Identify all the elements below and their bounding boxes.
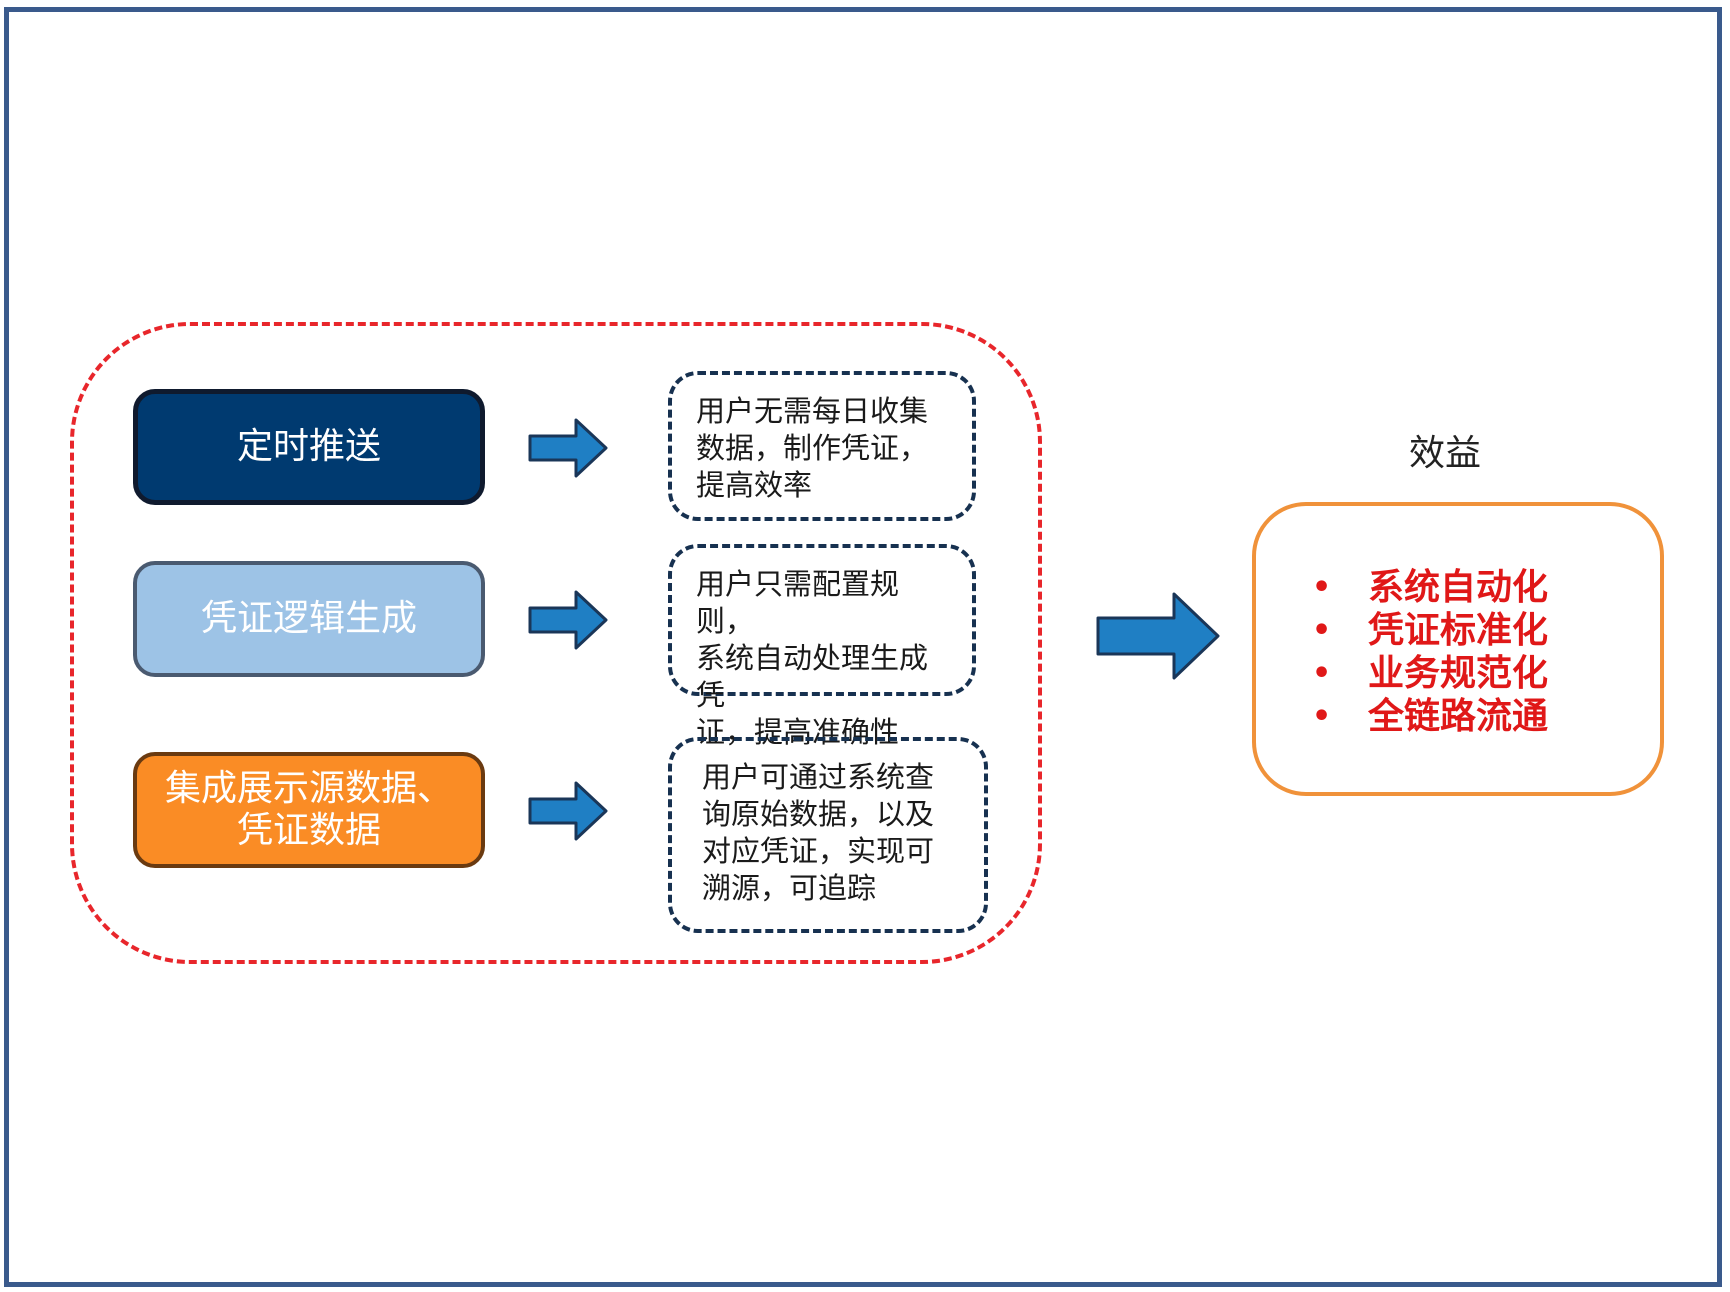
description-box-scheduled-push: 用户无需每日收集 数据，制作凭证， 提高效率 bbox=[668, 371, 976, 521]
benefit-label: 系统自动化 bbox=[1368, 567, 1549, 608]
slide-frame bbox=[4, 7, 1722, 1287]
description-line: 提高效率 bbox=[696, 468, 813, 502]
benefit-item: • 业务规范化 bbox=[1312, 652, 1660, 695]
description-line: 数据，制作凭证， bbox=[696, 431, 929, 465]
benefit-label: 业务规范化 bbox=[1368, 653, 1549, 694]
description-line: 证，提高准确性 bbox=[696, 715, 900, 749]
feature-box-integrated-display: 集成展示源数据、凭证数据 bbox=[133, 752, 485, 868]
benefits-title: 效益 bbox=[1408, 433, 1481, 474]
feature-label: 集成展示源数据、凭证数据 bbox=[164, 768, 453, 851]
description-line: 询原始数据，以及 bbox=[702, 797, 935, 831]
description-box-voucher-logic: 用户只需配置规则， 系统自动处理生成凭 证，提高准确性 bbox=[668, 544, 976, 749]
description-line: 系统自动处理生成凭 bbox=[696, 641, 929, 712]
description-line: 溯源，可追踪 bbox=[702, 871, 877, 905]
benefit-item: • 凭证标准化 bbox=[1312, 609, 1660, 652]
feature-box-scheduled-push: 定时推送 bbox=[133, 389, 485, 505]
arrow-right-icon bbox=[528, 418, 608, 478]
features-group-outline bbox=[70, 322, 1042, 964]
benefits-list: • 系统自动化 • 凭证标准化 • 业务规范化 • 全链路流通 bbox=[1312, 566, 1660, 738]
benefit-item: • 系统自动化 bbox=[1312, 566, 1660, 609]
benefit-label: 全链路流通 bbox=[1368, 696, 1549, 737]
feature-label: 定时推送 bbox=[236, 426, 381, 467]
benefit-item: • 全链路流通 bbox=[1312, 695, 1660, 738]
description-line: 用户可通过系统查 bbox=[702, 760, 935, 794]
arrow-right-icon bbox=[528, 781, 608, 841]
description-line: 用户无需每日收集 bbox=[696, 394, 929, 428]
bullet-icon: • bbox=[1312, 699, 1332, 734]
benefit-label: 凭证标准化 bbox=[1368, 610, 1549, 651]
description-line: 对应凭证，实现可 bbox=[702, 834, 935, 868]
feature-label: 凭证逻辑生成 bbox=[200, 598, 417, 639]
feature-box-voucher-logic: 凭证逻辑生成 bbox=[133, 561, 485, 677]
bullet-icon: • bbox=[1312, 656, 1332, 691]
bullet-icon: • bbox=[1312, 613, 1332, 648]
bullet-icon: • bbox=[1312, 570, 1332, 605]
arrow-right-large-icon bbox=[1096, 592, 1220, 680]
description-line: 用户只需配置规则， bbox=[696, 567, 900, 638]
arrow-right-icon bbox=[528, 590, 608, 650]
benefits-box: • 系统自动化 • 凭证标准化 • 业务规范化 • 全链路流通 bbox=[1252, 502, 1664, 796]
description-box-integrated-display: 用户可通过系统查 询原始数据，以及 对应凭证，实现可 溯源，可追踪 bbox=[668, 737, 988, 933]
